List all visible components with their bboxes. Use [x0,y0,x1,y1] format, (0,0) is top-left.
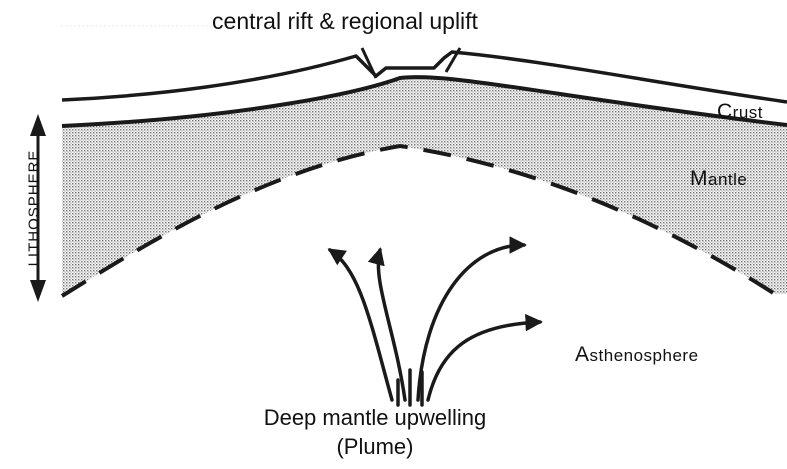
asthenosphere-label: Asthenosphere [575,343,699,367]
plume-caption-line2: (Plume) [210,434,540,460]
plume-flow-arrows [330,245,540,405]
diagram-title: central rift & regional uplift [0,8,690,35]
plume-arrow-far-right [428,322,540,400]
lithosphere-label: Lithosphere [26,150,43,267]
plume-arrow-left [378,250,405,400]
crust-label: Crust [717,100,763,124]
plume-arrow-far-left [330,250,392,400]
plume-arrow-right [418,245,524,400]
plume-caption-line1: Deep mantle upwelling [210,405,540,431]
mantle-label: Mantle [690,167,747,191]
